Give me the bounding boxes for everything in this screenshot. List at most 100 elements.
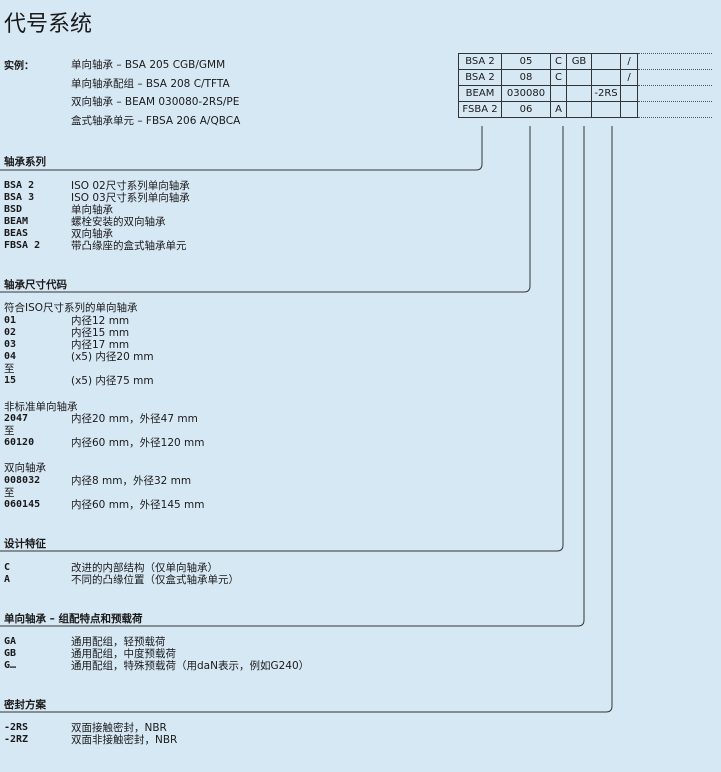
table-cell xyxy=(637,69,712,86)
table-cell: FSBA 2 xyxy=(458,101,502,118)
size-desc: 内径60 mm，外径120 mm xyxy=(71,437,205,449)
example-4: 盒式轴承单元 – FBSA 206 A/QBCA xyxy=(71,115,241,127)
size-desc: 内径12 mm xyxy=(71,315,130,327)
series-code: BEAS xyxy=(4,228,29,239)
seal-code: -2RS xyxy=(4,722,29,733)
table-cell xyxy=(591,53,621,70)
series-code: BSA 2 xyxy=(4,180,35,191)
table-row: FSBA 2 06 A xyxy=(458,101,712,118)
size-code: 60120 xyxy=(4,437,35,448)
table-cell: C xyxy=(550,53,567,70)
size-desc: (x5) 内径75 mm xyxy=(71,375,154,387)
size-desc: (x5) 内径20 mm xyxy=(71,351,154,363)
section-heading-matching: 单向轴承 – 组配特点和预载荷 xyxy=(4,613,143,625)
table-cell: A xyxy=(550,101,567,118)
series-desc: ISO 02尺寸系列单向轴承 xyxy=(71,180,190,192)
table-cell xyxy=(591,101,621,118)
series-code: BEAM xyxy=(4,216,29,227)
connector-design xyxy=(0,126,564,552)
size-desc: 内径8 mm，外径32 mm xyxy=(71,475,192,487)
design-desc: 不同的凸缘位置（仅盒式轴承单元） xyxy=(71,574,239,586)
section-heading-series: 轴承系列 xyxy=(4,156,46,168)
table-cell xyxy=(566,85,592,102)
series-code: BSA 3 xyxy=(4,192,35,203)
size-desc: 内径15 mm xyxy=(71,327,130,339)
table-cell: C xyxy=(550,69,567,86)
series-desc: ISO 03尺寸系列单向轴承 xyxy=(71,192,190,204)
matching-desc: 通用配组，中度预载荷 xyxy=(71,648,176,660)
size-desc: 内径17 mm xyxy=(71,339,130,351)
table-row: BEAM 030080 -2RS xyxy=(458,85,712,102)
table-cell xyxy=(591,69,621,86)
size-code: 2047 xyxy=(4,413,29,424)
size-code: 008032 xyxy=(4,475,41,486)
page-title: 代号系统 xyxy=(4,12,93,37)
table-cell: / xyxy=(620,53,638,70)
table-cell: GB xyxy=(566,53,592,70)
matching-code: GA xyxy=(4,636,17,647)
table-cell: / xyxy=(620,69,638,86)
size-group-title: 符合ISO尺寸系列的单向轴承 xyxy=(4,302,138,314)
matching-desc: 通用配组，特殊预载荷（用daN表示，例如G240） xyxy=(71,660,310,672)
table-cell: 030080 xyxy=(501,85,551,102)
table-row: BSA 2 05 C GB / xyxy=(458,53,712,70)
example-1: 单向轴承 – BSA 205 CGB/GMM xyxy=(71,59,226,71)
series-desc: 带凸缘座的盒式轴承单元 xyxy=(71,240,187,252)
table-cell: 05 xyxy=(501,53,551,70)
example-2: 单向轴承配组 – BSA 208 C/TFTA xyxy=(71,78,230,90)
table-cell: BSA 2 xyxy=(458,69,502,86)
series-code: BSD xyxy=(4,204,23,215)
example-label: 实例： xyxy=(4,61,34,72)
matching-desc: 通用配组，轻预载荷 xyxy=(71,636,166,648)
size-range-to: 至 xyxy=(4,425,15,437)
series-desc: 单向轴承 xyxy=(71,204,113,216)
size-group-title: 非标准单向轴承 xyxy=(4,401,78,413)
section-heading-design: 设计特征 xyxy=(4,538,46,550)
seal-desc: 双面接触密封，NBR xyxy=(71,722,167,734)
series-code: FBSA 2 xyxy=(4,240,41,251)
connector-seal xyxy=(0,126,613,713)
connector-matching xyxy=(0,126,585,627)
table-cell: -2RS xyxy=(591,85,621,102)
size-code: 15 xyxy=(4,375,17,386)
connector-size xyxy=(0,126,531,293)
size-code: 02 xyxy=(4,327,17,338)
matching-code: G… xyxy=(4,660,17,671)
table-cell xyxy=(620,85,638,102)
size-range-to: 至 xyxy=(4,363,15,375)
table-cell: 06 xyxy=(501,101,551,118)
table-cell xyxy=(550,85,567,102)
table-cell xyxy=(637,53,712,70)
seal-code: -2RZ xyxy=(4,734,29,745)
size-desc: 内径60 mm，外径145 mm xyxy=(71,499,205,511)
example-3: 双向轴承 – BEAM 030080-2RS/PE xyxy=(71,96,240,108)
table-cell: BEAM xyxy=(458,85,502,102)
table-row: BSA 2 08 C / xyxy=(458,69,712,86)
size-code: 060145 xyxy=(4,499,41,510)
size-range-to: 至 xyxy=(4,487,15,499)
matching-code: GB xyxy=(4,648,17,659)
table-cell xyxy=(566,69,592,86)
section-heading-seal: 密封方案 xyxy=(4,699,46,711)
table-cell: 08 xyxy=(501,69,551,86)
table-cell xyxy=(566,101,592,118)
size-code: 04 xyxy=(4,351,17,362)
table-cell xyxy=(620,101,638,118)
seal-desc: 双面非接触密封，NBR xyxy=(71,734,178,746)
size-group-title: 双向轴承 xyxy=(4,462,46,474)
connector-series xyxy=(0,126,483,171)
series-desc: 螺栓安装的双向轴承 xyxy=(71,216,166,228)
table-cell xyxy=(637,85,712,102)
design-code: C xyxy=(4,562,11,573)
section-heading-size: 轴承尺寸代码 xyxy=(4,279,67,291)
design-code: A xyxy=(4,574,11,585)
table-cell xyxy=(637,101,712,118)
size-code: 03 xyxy=(4,339,17,350)
table-cell: BSA 2 xyxy=(458,53,502,70)
series-desc: 双向轴承 xyxy=(71,228,113,240)
designation-table: BSA 2 05 C GB / BSA 2 08 C / BEAM 030080… xyxy=(458,53,712,118)
design-desc: 改进的内部结构（仅单向轴承） xyxy=(71,562,218,574)
size-code: 01 xyxy=(4,315,17,326)
size-desc: 内径20 mm，外径47 mm xyxy=(71,413,198,425)
